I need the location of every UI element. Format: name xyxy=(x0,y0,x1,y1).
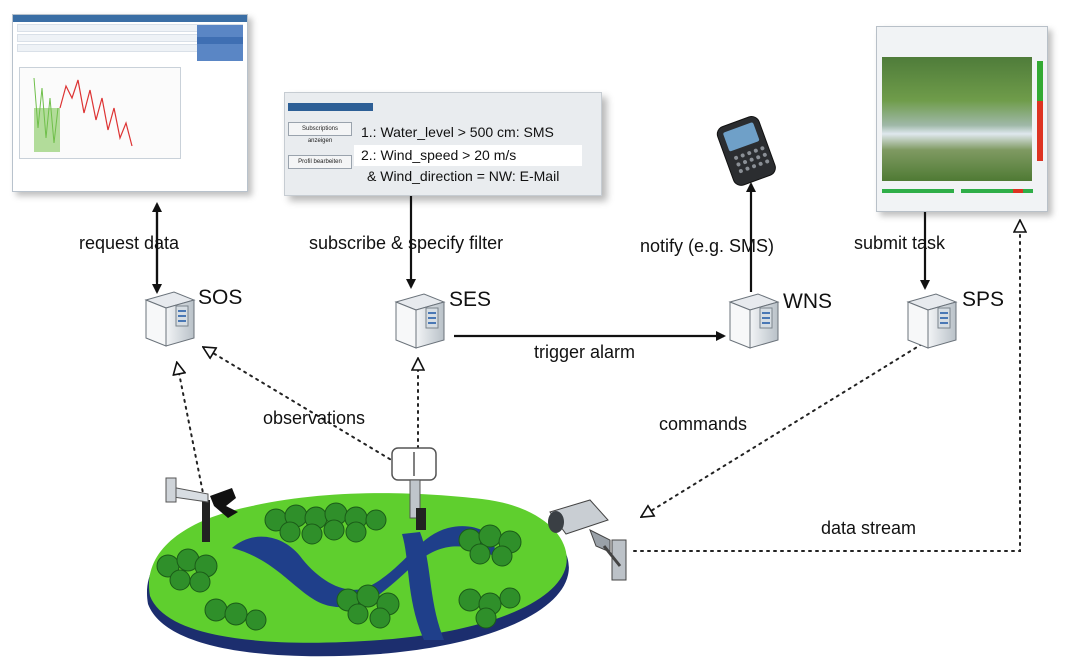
wns-server-icon xyxy=(728,293,780,349)
sos-label: SOS xyxy=(198,286,243,309)
sps-status-bar xyxy=(961,189,1033,193)
ses-client-titlebar xyxy=(288,103,373,111)
sos-client-plot-graphic xyxy=(33,77,133,152)
data-stream-label: data stream xyxy=(821,518,917,538)
submit-task-label: submit task xyxy=(854,233,946,253)
sos-client-titlebar xyxy=(13,15,247,22)
sps-server-icon xyxy=(906,293,958,349)
subscribe-filter-label: subscribe & specify filter xyxy=(309,233,504,253)
landscape-island xyxy=(146,493,569,657)
wns-label: WNS xyxy=(783,290,832,313)
ses-label: SES xyxy=(449,288,492,311)
commands-label: commands xyxy=(659,414,748,434)
ses-rule-2: 2.: Wind_speed > 20 m/s xyxy=(361,147,517,163)
sps-status-alert xyxy=(1013,189,1023,193)
ses-rule-1: 1.: Water_level > 500 cm: SMS xyxy=(361,124,554,140)
mobile-phone-icon xyxy=(716,116,776,186)
sos-client-timeseries-plot xyxy=(19,67,181,159)
sps-status-bar xyxy=(882,189,954,193)
subscriptions-button[interactable]: Subscriptions anzeigen xyxy=(288,122,352,144)
sps-camera-image xyxy=(882,57,1032,181)
notify-label: notify (e.g. SMS) xyxy=(640,236,775,256)
sps-level-indicator xyxy=(1037,61,1043,161)
ses-rule-highlight xyxy=(354,145,582,166)
arrow-observations-anemometer xyxy=(178,368,205,499)
observations-label: observations xyxy=(263,408,366,428)
ses-rule-3: & Wind_direction = NW: E-Mail xyxy=(367,168,560,184)
sps-client-screenshot xyxy=(876,26,1048,212)
request-data-label: request data xyxy=(79,233,180,253)
anemometer-icon xyxy=(165,477,238,542)
sos-server-icon xyxy=(144,291,196,347)
surveillance-camera-icon xyxy=(548,499,627,581)
ses-client-screenshot xyxy=(284,92,602,196)
trigger-alarm-label: trigger alarm xyxy=(534,342,636,362)
arrow-commands xyxy=(646,343,923,514)
ses-server-icon xyxy=(394,293,446,349)
weather-station-icon xyxy=(391,447,437,530)
edit-profile-button[interactable]: Profil bearbeiten xyxy=(288,155,352,169)
sos-client-side-panel-band xyxy=(197,37,243,44)
arrow-data-stream xyxy=(633,226,1020,552)
sps-label: SPS xyxy=(962,288,1005,311)
sos-client-screenshot xyxy=(12,14,248,192)
sps-level-indicator-ok xyxy=(1037,61,1043,101)
